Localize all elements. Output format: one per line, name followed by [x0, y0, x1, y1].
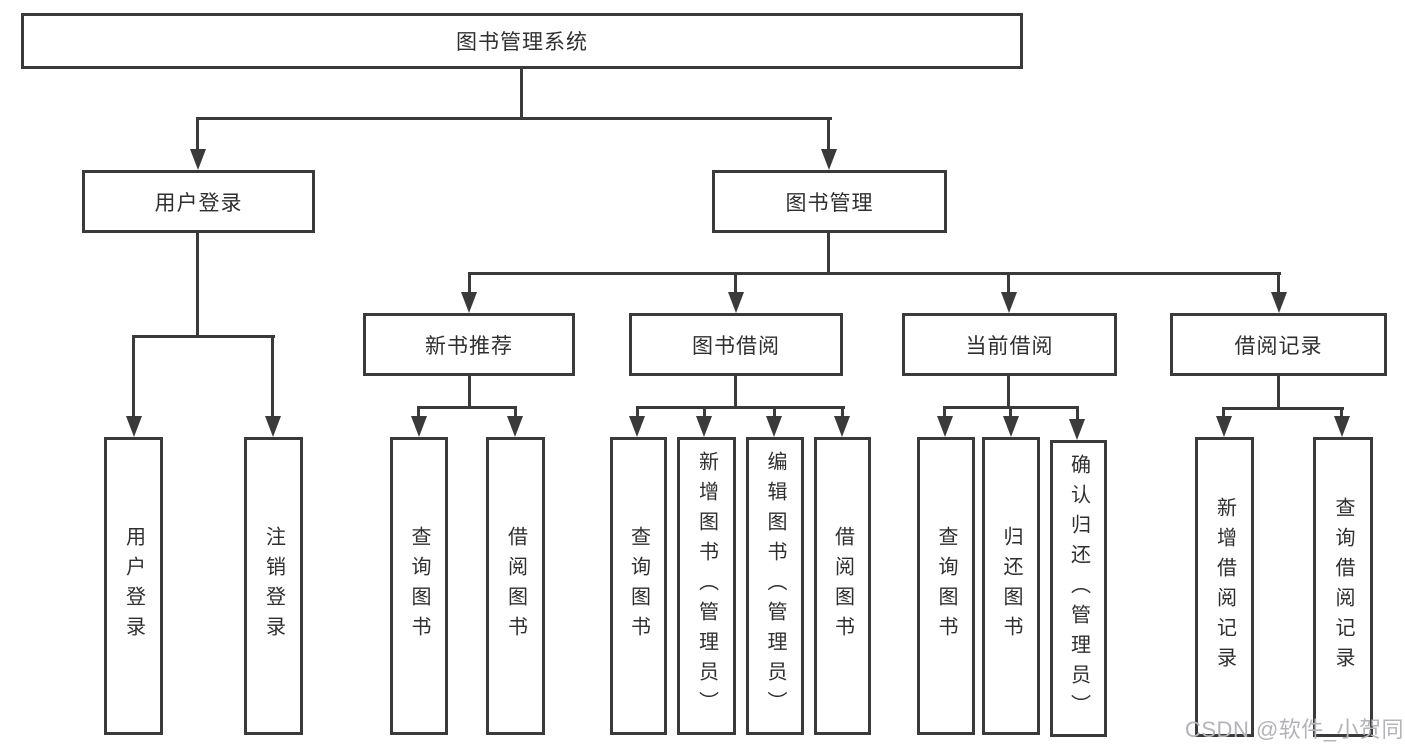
arrow-down-icon	[507, 416, 523, 437]
node-book-management: 图书管理	[712, 170, 947, 233]
arrow-down-icon	[821, 149, 837, 170]
connector-shaft	[271, 335, 274, 416]
connector-shaft	[636, 406, 639, 416]
arrow-down-icon	[265, 416, 281, 437]
leaf-borrow-query-label: 查询图书	[627, 526, 650, 646]
connector-record-stem	[1277, 376, 1280, 410]
connector-record-bar	[1222, 407, 1344, 410]
connector-current-stem	[1007, 376, 1010, 409]
connector-user-login-stem	[196, 233, 199, 338]
connector-shaft	[1007, 272, 1010, 292]
connector-shaft	[132, 335, 135, 416]
arrow-down-icon	[728, 292, 744, 313]
node-root: 图书管理系统	[21, 13, 1023, 69]
arrow-down-icon	[411, 416, 427, 437]
leaf-current-return-label: 归还图书	[1000, 526, 1022, 646]
leaf-current-query: 查询图书	[917, 437, 975, 735]
connector-user-login-bar	[132, 335, 275, 338]
connector-newbook-bar	[417, 406, 517, 409]
leaf-borrow-edit-admin: 编辑图书（管理员）	[746, 437, 804, 735]
connector-shaft	[514, 406, 517, 416]
node-book-borrow-label: 图书借阅	[692, 334, 780, 358]
leaf-borrow-book-label: 借阅图书	[831, 526, 854, 646]
connector-shaft	[1009, 406, 1012, 416]
leaf-logout: 注销登录	[244, 437, 303, 735]
csdn-watermark: CSDN @软件_小贺同学	[1185, 717, 1405, 742]
connector-newbook-stem	[468, 376, 471, 409]
node-book-borrow: 图书借阅	[629, 313, 843, 376]
connector-shaft	[468, 272, 471, 292]
leaf-current-confirm-admin: 确认归还（管理员）	[1050, 440, 1107, 737]
arrow-down-icon	[461, 292, 477, 313]
leaf-borrow-edit-admin-label: 编辑图书（管理员）	[764, 451, 786, 721]
arrow-down-icon	[766, 416, 782, 437]
arrow-down-icon	[1334, 416, 1350, 437]
leaf-current-return: 归还图书	[982, 437, 1040, 735]
node-book-management-label: 图书管理	[785, 191, 874, 215]
connector-shaft	[196, 117, 199, 149]
arrow-down-icon	[126, 416, 142, 437]
connector-shaft	[773, 406, 776, 416]
arrow-down-icon	[1216, 416, 1232, 437]
arrow-down-icon	[1003, 416, 1019, 437]
connector-borrow-stem	[734, 376, 737, 409]
connector-root-stem	[520, 68, 523, 118]
connector-shaft	[703, 406, 706, 416]
leaf-record-add-label: 新增借阅记录	[1213, 497, 1236, 677]
connector-book-mgmt-stem	[827, 233, 830, 275]
leaf-record-query-label: 查询借阅记录	[1332, 497, 1354, 677]
arrow-down-icon	[190, 149, 206, 170]
node-current-borrow-label: 当前借阅	[965, 334, 1054, 358]
connector-shaft	[1222, 407, 1225, 416]
leaf-user-login-label: 用户登录	[122, 526, 145, 646]
leaf-user-login: 用户登录	[104, 437, 163, 735]
leaf-newbook-borrow: 借阅图书	[486, 437, 545, 735]
node-borrow-record: 借阅记录	[1170, 313, 1387, 376]
arrow-down-icon	[629, 416, 645, 437]
connector-book-mgmt-bar	[468, 272, 1281, 275]
node-new-book-recommend-label: 新书推荐	[425, 334, 513, 358]
leaf-borrow-add-admin-label: 新增图书（管理员）	[695, 451, 718, 721]
leaf-newbook-query-label: 查询图书	[408, 526, 430, 646]
arrow-down-icon	[937, 416, 953, 437]
leaf-current-confirm-admin-label: 确认归还（管理员）	[1067, 453, 1090, 724]
connector-shaft	[1076, 406, 1079, 419]
arrow-down-icon	[1001, 292, 1017, 313]
node-user-login: 用户登录	[82, 170, 315, 233]
leaf-borrow-book: 借阅图书	[814, 437, 871, 735]
leaf-logout-label: 注销登录	[262, 526, 285, 646]
connector-shaft	[827, 117, 830, 149]
node-new-book-recommend: 新书推荐	[363, 313, 575, 376]
leaf-record-add: 新增借阅记录	[1195, 437, 1254, 737]
leaf-record-query: 查询借阅记录	[1313, 437, 1373, 737]
node-borrow-record-label: 借阅记录	[1234, 334, 1323, 358]
node-current-borrow: 当前借阅	[902, 313, 1117, 376]
arrow-down-icon	[1271, 292, 1287, 313]
leaf-current-query-label: 查询图书	[935, 526, 957, 646]
node-root-label: 图书管理系统	[456, 31, 588, 54]
arrow-down-icon	[1069, 419, 1085, 440]
leaf-borrow-add-admin: 新增图书（管理员）	[677, 437, 736, 735]
connector-shaft	[417, 406, 420, 416]
leaf-newbook-borrow-label: 借阅图书	[504, 526, 527, 646]
arrow-down-icon	[696, 416, 712, 437]
connector-shaft	[734, 272, 737, 292]
connector-borrow-bar	[636, 406, 845, 409]
connector-shaft	[1277, 272, 1280, 292]
connector-shaft	[841, 406, 844, 416]
leaf-borrow-query: 查询图书	[610, 437, 667, 735]
arrow-down-icon	[834, 416, 850, 437]
connector-root-bar	[196, 117, 832, 120]
leaf-newbook-query: 查询图书	[390, 437, 448, 735]
connector-shaft	[943, 406, 946, 416]
node-user-login-label: 用户登录	[154, 191, 243, 215]
connector-shaft	[1340, 407, 1343, 416]
